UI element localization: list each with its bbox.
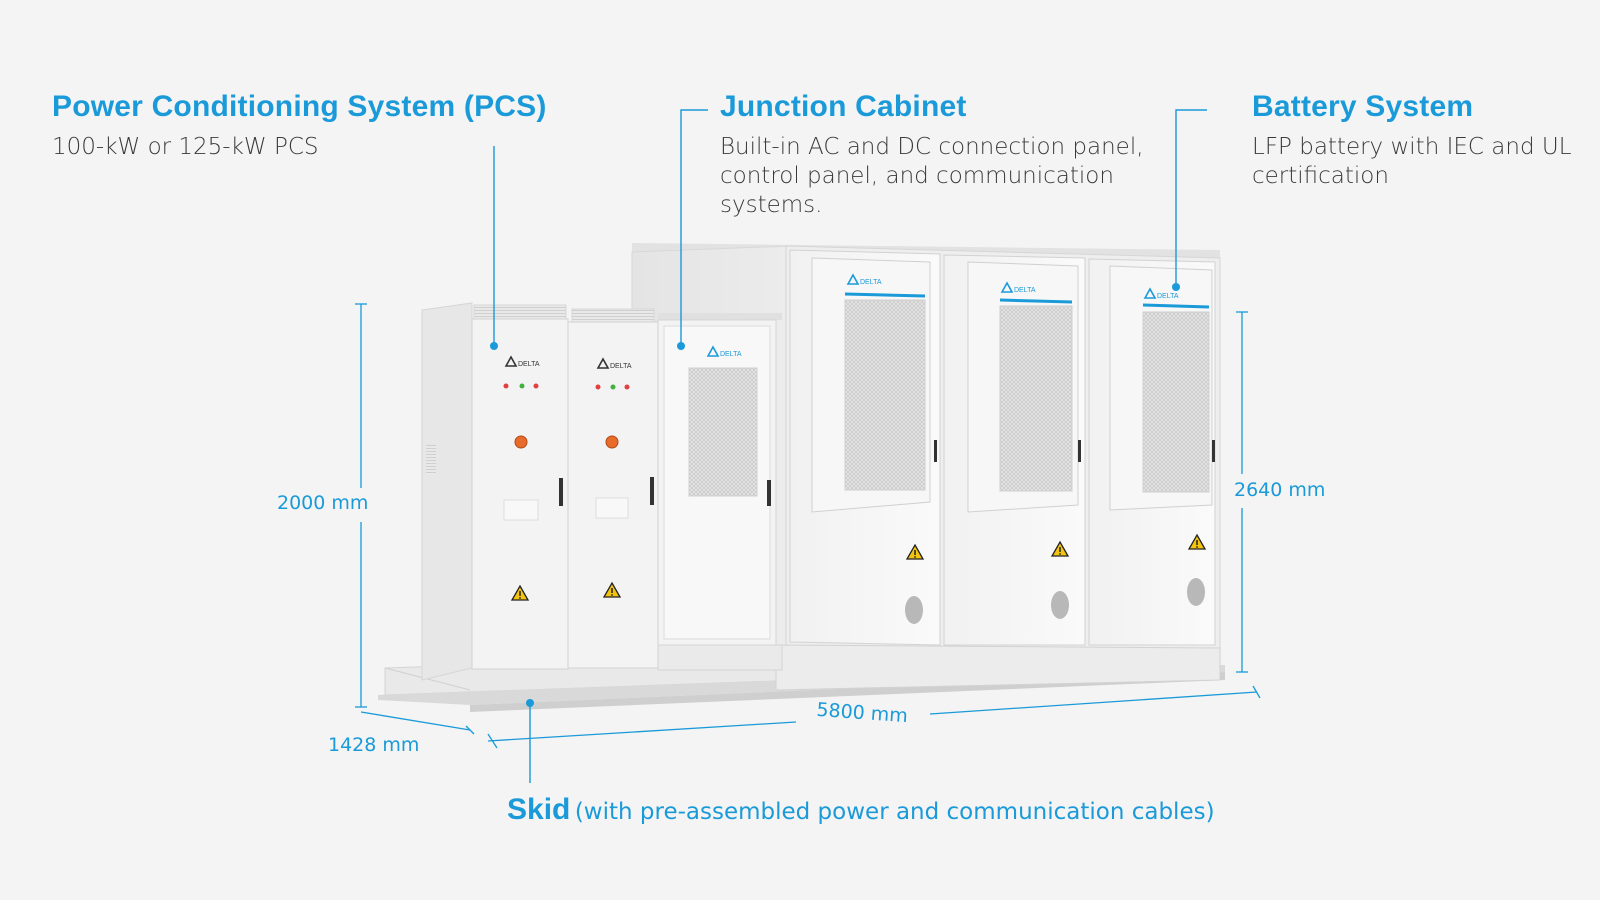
- delta-logo-icon: DELTA: [846, 273, 882, 286]
- dimension-length-label: 5800 mm: [816, 699, 909, 727]
- pcs-cabinet-2: DELTA: [567, 308, 659, 669]
- junction-callout: Junction Cabinet Built-in AC and DC conn…: [720, 89, 1160, 220]
- dimension-height-battery-label: 2640 mm: [1234, 479, 1326, 501]
- battery-door-2: DELTA: [943, 254, 1086, 646]
- delta-logo-icon: DELTA: [1143, 287, 1179, 300]
- battery-container: DELTA DELTA: [631, 243, 1221, 691]
- junction-leader-line: [680, 109, 708, 346]
- junction-title: Junction Cabinet: [720, 90, 967, 123]
- delta-logo-icon: DELTA: [596, 357, 632, 370]
- skid-description: (with pre-assembled power and communicat…: [574, 799, 1215, 825]
- svg-text:DELTA: DELTA: [860, 279, 882, 286]
- skid-title: Skid: [507, 793, 571, 826]
- dimension-height-pcs-label: 2000 mm: [277, 492, 369, 514]
- junction-callout-dot: [677, 342, 685, 350]
- status-light: [519, 383, 525, 389]
- dimension-lines: [355, 303, 1261, 749]
- delta-logo-icon: DELTA: [1000, 281, 1036, 294]
- battery-description: LFP battery with IEC and UL certificatio…: [1252, 134, 1572, 189]
- battery-door-3: DELTA: [1088, 258, 1216, 646]
- status-light: [624, 384, 630, 390]
- battery-callout-dot: [1172, 283, 1180, 291]
- status-light: [503, 383, 509, 389]
- emergency-stop-button: [605, 435, 619, 449]
- svg-text:DELTA: DELTA: [720, 351, 742, 358]
- svg-text:DELTA: DELTA: [1014, 287, 1036, 294]
- delta-logo-icon: DELTA: [706, 345, 742, 358]
- status-light: [533, 383, 539, 389]
- battery-callout: Battery System LFP battery with IEC and …: [1252, 89, 1572, 191]
- battery-leader-line: [1175, 109, 1207, 287]
- pcs-cabinet-1: DELTA: [471, 304, 569, 670]
- pcs-cabinets: DELTA DELTA: [421, 302, 659, 681]
- battery-door-1: DELTA: [789, 249, 941, 646]
- svg-text:DELTA: DELTA: [1157, 293, 1179, 300]
- svg-text:DELTA: DELTA: [518, 361, 540, 368]
- delta-logo-icon: DELTA: [504, 355, 540, 368]
- pcs-callout: Power Conditioning System (PCS) 100-kW o…: [52, 89, 572, 162]
- leader-lines: [493, 109, 1207, 783]
- status-light: [595, 384, 601, 390]
- emergency-stop-button: [514, 435, 528, 449]
- dimension-depth-label: 1428 mm: [328, 734, 420, 756]
- pcs-title: Power Conditioning System (PCS): [52, 90, 547, 123]
- svg-text:DELTA: DELTA: [610, 363, 632, 370]
- pcs-description: 100-kW or 125-kW PCS: [52, 134, 319, 160]
- skid-callout-dot: [526, 699, 534, 707]
- pcs-callout-dot: [490, 342, 498, 350]
- status-light: [610, 384, 616, 390]
- junction-description: Built-in AC and DC connection panel, con…: [720, 134, 1144, 218]
- skid-callout: Skid (with pre-assembled power and commu…: [507, 793, 1215, 827]
- battery-title: Battery System: [1252, 90, 1474, 123]
- junction-cabinet: DELTA: [657, 313, 783, 671]
